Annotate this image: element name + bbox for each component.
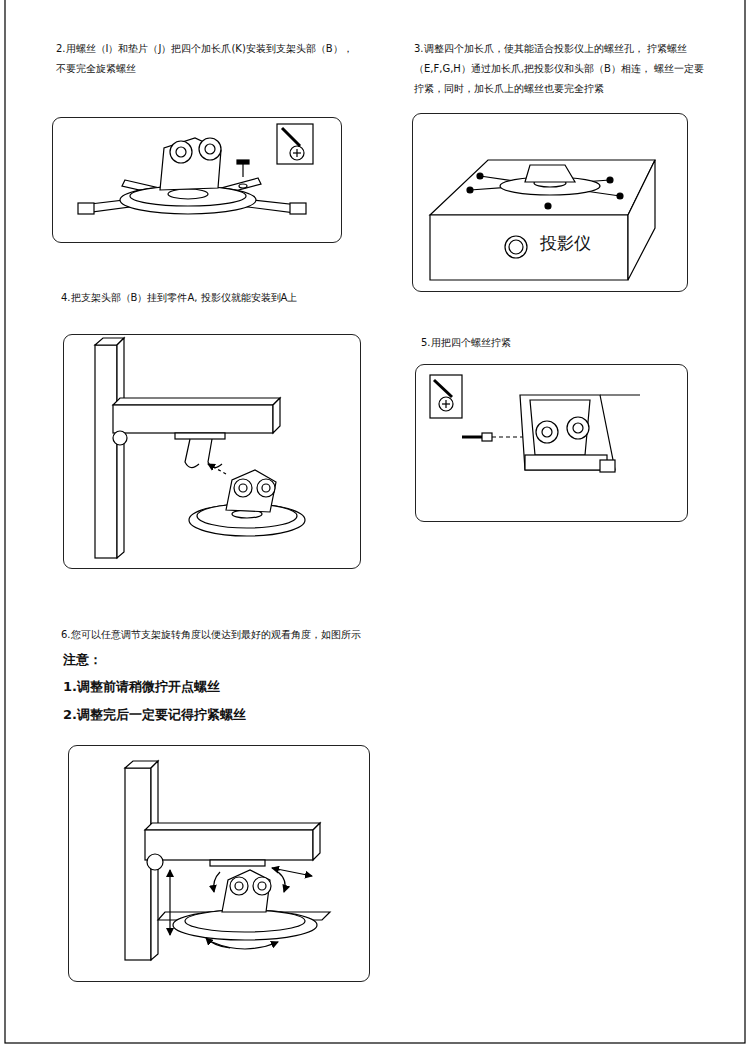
step-heading: 6.您可以任意调节支架旋转角度以便达到最好的观看角度，如图所示 (61, 625, 421, 645)
step-panel: 2.用螺丝（I）和垫片（J）把四个加长爪(K)安装到支架头部（B）， 不要完全旋… (52, 117, 342, 243)
note-text: 1.调整前请稍微拧开点螺丝 (63, 678, 220, 696)
step-heading: 4.把支架头部（B）挂到零件A, 投影仪就能安装到A上 (61, 288, 361, 308)
step-panel: 5.用把四个螺丝拧紧 (415, 364, 688, 522)
step-heading: 5.用把四个螺丝拧紧 (421, 333, 681, 353)
step-heading: 3.调整四个加长爪，使其能适合投影仪上的螺丝孔， 拧紧螺丝（E,F,G,H）通过… (414, 39, 714, 99)
step-panel: 6.您可以任意调节支架旋转角度以便达到最好的观看角度，如图所示 (68, 745, 370, 982)
step-panel: 3.调整四个加长爪，使其能适合投影仪上的螺丝孔， 拧紧螺丝（E,F,G,H）通过… (412, 113, 688, 292)
step-panel: 4.把支架头部（B）挂到零件A, 投影仪就能安装到A上 (63, 334, 361, 569)
note-text: 2.调整完后一定要记得拧紧螺丝 (63, 706, 246, 724)
device-label: 投影仪 (540, 232, 591, 255)
step-heading: 2.用螺丝（I）和垫片（J）把四个加长爪(K)安装到支架头部（B）， 不要完全旋… (56, 39, 356, 79)
note-text: 注意： (63, 651, 102, 669)
